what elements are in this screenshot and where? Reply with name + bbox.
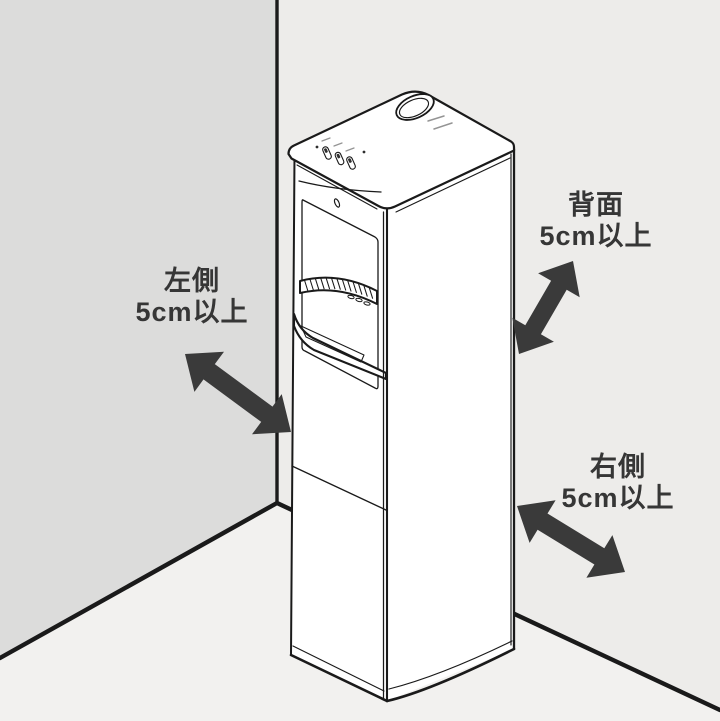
right-clearance-value: 5cm以上 [561,483,675,513]
status-led [315,145,319,149]
button-labels [321,137,355,152]
drip-tray-grille [299,276,378,305]
water-dispenser [287,90,516,703]
cabinet-edges [289,147,516,703]
left-clearance-double-arrow-icon [185,351,291,435]
right-clearance-side: 右側 [589,452,646,482]
control-panel [315,137,366,170]
back-clearance-side: 背面 [567,190,624,220]
tray-ledge-lip [300,325,365,363]
left-clearance-value: 5cm以上 [135,297,249,327]
front-panel-outline [301,199,379,390]
status-led [362,150,366,154]
base-lines [292,640,513,692]
left-wall [0,0,277,658]
drip-tray-slats [304,277,374,299]
back-clearance-label: 背面 5cm以上 [539,190,652,252]
dispense-lock-slot [333,198,341,208]
right-clearance-label: 右側 5cm以上 [561,452,674,514]
left-clearance-side: 左側 [163,266,220,296]
left-wall-base-line [0,500,280,661]
cabinet-seam-line [291,465,387,511]
top-lid-shell [287,90,516,210]
top-print-marks [427,115,453,130]
clearance-arrows [185,261,625,578]
bottle-cap [395,93,435,121]
drip-tray [299,276,378,306]
back-clearance-double-arrow-icon [512,261,580,354]
top-lid [287,90,516,213]
collar-line [298,180,382,193]
right-clearance-double-arrow-icon [517,500,625,578]
dispenser-front-face [291,152,387,701]
left-clearance-label: 左側 5cm以上 [135,266,248,328]
drip-tray-holes [347,294,371,306]
dispenser-right-face [387,147,514,701]
back-clearance-value: 5cm以上 [539,221,653,251]
